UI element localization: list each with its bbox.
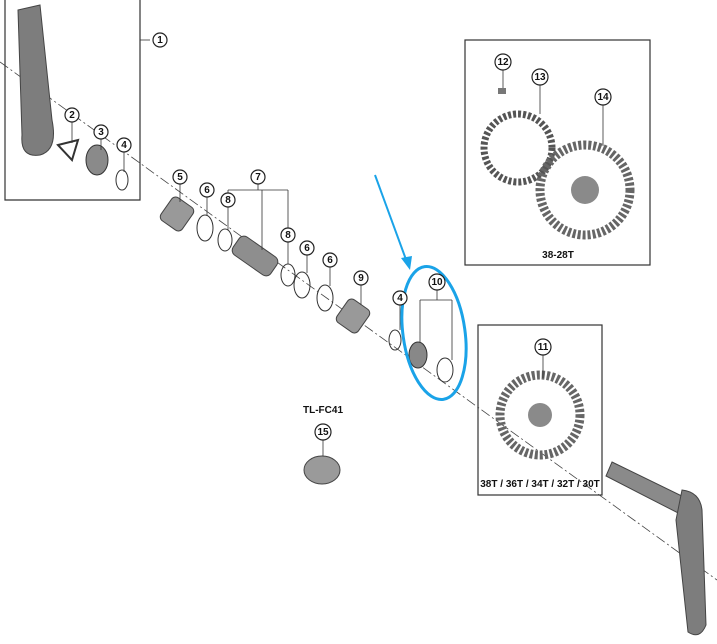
leader-lines [71,39,604,456]
callout-number: 14 [597,92,609,103]
part-14-large-chainring [535,140,635,240]
part-4-ring [115,169,129,191]
double-chainring-box [464,39,651,266]
callout-number: 5 [177,172,183,183]
part-4-ring [388,329,402,351]
part-15-tool [303,455,341,485]
callout-circle [93,124,109,140]
callout-circle [534,338,552,356]
callout-circle [250,169,266,185]
part-2-plate [56,138,80,162]
callout-number: 9 [358,273,364,284]
callout-circle [280,227,296,243]
callout-4: 4 [116,137,132,153]
callout-number: 11 [538,342,549,353]
callout-circle [392,290,408,306]
highlight-arrowhead [401,256,412,270]
callout-5: 5 [172,169,188,185]
callout-number: 4 [397,293,403,304]
callout-circle [199,182,215,198]
part-12-bolt [498,88,506,94]
callout-circle [220,192,236,208]
part-11-single-chainring [495,370,585,460]
callout-8: 8 [220,192,236,208]
callout-8: 8 [280,227,296,243]
callout-6: 6 [199,182,215,198]
left-crank-arm [17,4,54,156]
left-crank-box [4,0,141,201]
callout-11: 11 [534,338,552,356]
callout-7: 7 [250,169,266,185]
right-crank-axle [605,461,691,516]
callout-4: 4 [392,290,408,306]
callout-circle [594,88,612,106]
part-6-spacer [316,284,334,312]
right-crank-arm [675,489,707,636]
callout-number: 13 [534,72,546,83]
part-5-cup [159,196,195,232]
highlight-ellipse [400,265,468,401]
part-10-adapter [408,341,428,369]
callout-circle [299,240,315,256]
callout-number: 7 [255,172,261,183]
single-chainring-box [477,324,603,496]
part-8-spacer [217,228,233,252]
callout-10: 10 [428,273,446,291]
callout-circle [531,68,549,86]
callout-circle [152,32,168,48]
caption-tool: TL-FC41 [303,405,343,416]
callout-number: 6 [204,185,210,196]
callout-circle [314,423,332,441]
callout-number: 8 [285,230,291,241]
callout-number: 6 [327,255,333,266]
callout-number: 6 [304,243,310,254]
callout-6: 6 [299,240,315,256]
callout-number: 8 [225,195,231,206]
callout-circle [172,169,188,185]
callout-number: 1 [157,35,163,46]
callout-circle [353,270,369,286]
callout-15: 15 [314,423,332,441]
part-8-spacer [280,263,296,287]
callout-number: 2 [69,110,75,121]
part-10-ring [436,357,454,383]
part-6-spacer [196,214,214,242]
highlight-arrow [374,174,409,266]
callout-12: 12 [494,53,512,71]
single-chainring-spider [528,403,552,427]
part-3-cap [85,144,109,176]
part-9-cup [335,298,371,334]
callout-number: 4 [121,140,127,151]
callout-circle [116,137,132,153]
callout-1: 1 [152,32,168,48]
part-13-small-chainring [480,110,556,186]
callout-circle [428,273,446,291]
callout-circle [64,107,80,123]
caption-single-chainring: 38T / 36T / 34T / 32T / 30T [480,479,600,490]
callout-circle [322,252,338,268]
part-7-sleeve [231,235,279,277]
callout-3: 3 [93,124,109,140]
callout-number: 12 [497,57,509,68]
callout-number: 15 [317,427,329,438]
part-6-spacer [293,271,311,299]
callout-circle [494,53,512,71]
callout-2: 2 [64,107,80,123]
callout-6: 6 [322,252,338,268]
chainring-spider [571,176,599,204]
callout-number: 3 [98,127,104,138]
caption-double-chainring: 38-28T [542,250,574,261]
callout-9: 9 [353,270,369,286]
callout-14: 14 [594,88,612,106]
callout-number: 10 [431,277,443,288]
callout-13: 13 [531,68,549,86]
